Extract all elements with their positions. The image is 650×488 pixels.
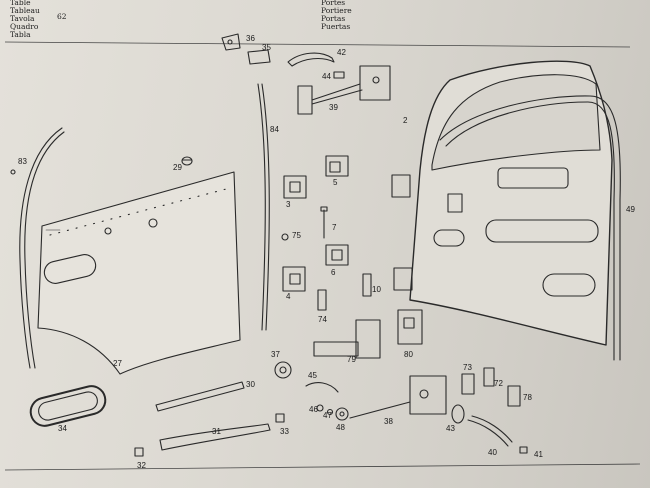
part-2-door-frame [409,60,613,346]
part-43-cylinder [451,404,465,424]
part-41-screw [519,446,528,454]
callout-27: 27 [113,359,122,368]
callout-72: 72 [494,379,503,388]
callout-46: 46 [309,405,318,414]
callout-48: 48 [336,423,345,432]
callout-4: 4 [286,292,291,301]
header-line: Portiere [321,6,352,15]
part-46-washer [316,404,324,412]
part-83-weatherstrip [10,127,65,369]
callout-34: 34 [58,424,67,433]
part-74-guide [317,289,327,311]
part-3-hinge [283,175,307,199]
part-42-outer-handle [287,52,335,67]
callout-37: 37 [271,350,280,359]
callout-74: 74 [318,315,327,324]
part-33-screw [275,413,285,423]
part-45-crank [305,382,339,393]
header-line: Table [10,0,31,7]
part-6-hinge [325,244,349,266]
callout-3: 3 [286,200,291,209]
callout-38: 38 [384,417,393,426]
callout-45: 45 [308,371,317,380]
part-31-armrest [159,423,271,451]
callout-79: 79 [347,355,356,364]
callout-75: 75 [292,231,301,240]
part-73-striker [461,373,475,395]
part-75-nut [281,233,289,241]
callout-42: 42 [337,48,346,57]
callout-47: 47 [323,411,332,420]
callout-80: 80 [404,350,413,359]
part-80-housing [397,309,423,345]
callout-49: 49 [626,205,635,214]
page-number: 62 [57,12,67,21]
callout-40: 40 [488,448,497,457]
part-72-catch [483,367,495,387]
part-38-lock [349,375,447,419]
part-32-screw-cap [134,447,144,457]
callout-2: 2 [403,116,408,125]
frame-bottom-line [4,463,641,471]
part-48-rosette [335,407,349,421]
callout-32: 32 [137,461,146,470]
callout-30: 30 [246,380,255,389]
callout-73: 73 [463,363,472,372]
part-79-door-check [313,319,381,359]
header-line: Quadro [10,22,39,31]
callout-10: 10 [372,285,381,294]
callout-33: 33 [280,427,289,436]
part-34-escutcheon [29,385,107,427]
callout-44: 44 [322,72,331,81]
part-5-hinge [325,155,349,177]
part-44-gasket [333,71,345,79]
door-hinge-lower [393,267,413,291]
callout-31: 31 [212,427,221,436]
part-39-regulator [297,65,391,115]
header-line: Portes [321,0,346,7]
callout-83: 83 [18,157,27,166]
part-27-trim-panel [37,171,241,375]
part-78-lock-plate [507,385,521,407]
part-36-bracket [221,33,241,51]
callout-41: 41 [534,450,543,459]
callout-39: 39 [329,103,338,112]
header-line: Tabla [10,30,31,39]
callout-35: 35 [262,43,271,52]
header-line: Portas [321,14,346,23]
part-29-clip [181,156,193,166]
part-47-spring [326,408,334,416]
callout-7: 7 [332,223,337,232]
header-line: Tableau [10,6,40,15]
door-hinge-upper [391,174,411,198]
header-line: Tavola [10,14,35,23]
part-37-knob [274,361,292,379]
callout-36: 36 [246,34,255,43]
callout-84: 84 [270,125,279,134]
part-7-pin [320,206,328,239]
part-84-channel-strip [257,83,270,331]
part-4-hinge [282,266,306,292]
callout-5: 5 [333,178,338,187]
frame-top-line [4,41,631,48]
part-35-plate [247,49,271,65]
callout-29: 29 [173,163,182,172]
header-line: Puertas [321,22,351,31]
callout-78: 78 [523,393,532,402]
callout-43: 43 [446,424,455,433]
part-30-strip [155,381,245,412]
part-10-bracket [362,273,372,297]
callout-6: 6 [331,268,336,277]
part-49-seal-strip [439,95,621,361]
part-40-inner-handle [467,415,513,447]
